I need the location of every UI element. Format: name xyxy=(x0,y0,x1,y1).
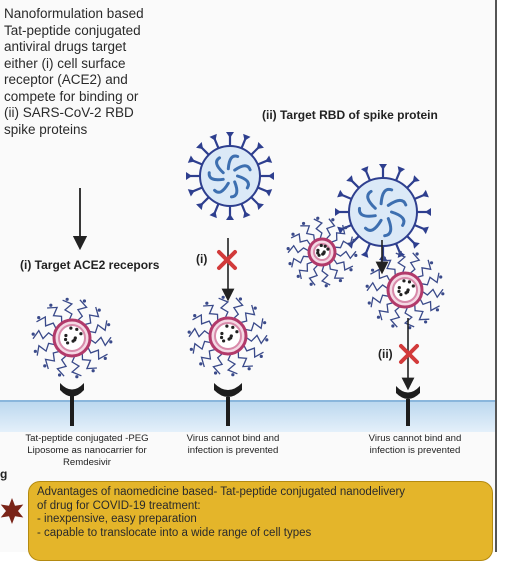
caption-virus-blocked-1: Virus cannot bind and infection is preve… xyxy=(186,433,280,456)
cut-off-label: g xyxy=(0,467,8,481)
advantages-box: Advantages of naomedicine based- Tat-pep… xyxy=(28,481,493,561)
label-block-ii: (ii) xyxy=(378,347,393,361)
block-x-icon-2 xyxy=(399,344,419,364)
label-target-ace2: (i) Target ACE2 recepors xyxy=(20,258,160,272)
virus-particle-1 xyxy=(186,132,274,220)
caption-virus-blocked-2: Virus cannot bind and infection is preve… xyxy=(368,433,462,456)
label-target-rbd: (ii) Target RBD of spike protein xyxy=(262,108,438,122)
liposome-2 xyxy=(187,295,269,377)
intro-text: Nanoformulation based Tat-peptide conjug… xyxy=(4,6,144,137)
label-block-i: (i) xyxy=(196,252,208,266)
block-x-icon-1 xyxy=(217,250,237,270)
advantages-title: Advantages of naomedicine based- Tat-pep… xyxy=(37,486,406,498)
liposome-1 xyxy=(31,297,113,379)
liposome-4 xyxy=(365,250,445,330)
star-icon xyxy=(0,498,24,524)
ace2-receptor-3 xyxy=(396,386,420,426)
advantages-title-2: of drug for COVID-19 treatment: xyxy=(37,499,201,512)
advantages-item: - capable to translocate into a wide ran… xyxy=(37,526,312,539)
liposome-3 xyxy=(286,216,358,288)
ace2-receptor-2 xyxy=(214,383,242,426)
caption-liposome: Tat-peptide conjugated -PEG Liposome as … xyxy=(25,433,149,468)
advantages-item: - inexpensive, easy preparation xyxy=(37,513,197,525)
ace2-receptor-1 xyxy=(60,383,84,426)
cell-membrane xyxy=(0,400,495,432)
